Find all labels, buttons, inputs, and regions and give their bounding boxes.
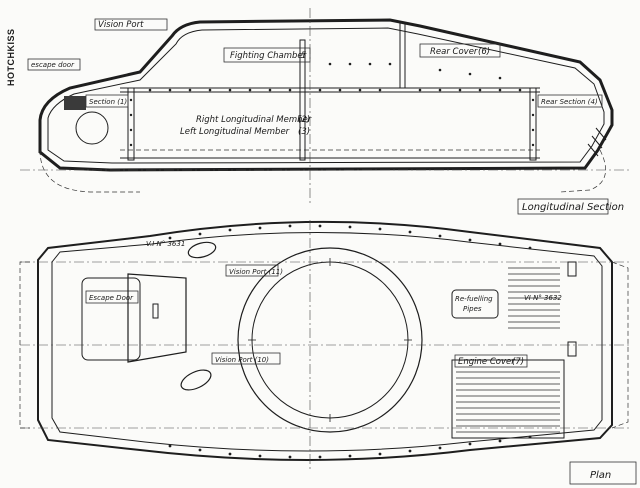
rear-dashed-track xyxy=(611,261,629,429)
frame-front xyxy=(127,87,135,161)
longitudinal-title-box xyxy=(517,198,609,215)
vision-port-label: Vision Port xyxy=(98,20,144,30)
turret-ring-inner xyxy=(251,261,409,419)
refuelling-line1: Re-fuelling xyxy=(455,295,493,303)
refuelling-pipes-box xyxy=(451,289,499,319)
vision-port-box xyxy=(94,18,168,31)
turret-ring-outer xyxy=(237,247,423,433)
rear-cover-label: Rear Cover xyxy=(430,47,478,57)
rear-cover-box xyxy=(419,43,501,58)
rear-fittings xyxy=(567,261,577,357)
escape-door-plan xyxy=(81,277,141,361)
ref-right: VI N° 3632 xyxy=(524,294,562,302)
vision-port-upper-shape xyxy=(187,241,217,259)
plan-drawing: V.I N° 3631 Vision Port (11) Escape Door… xyxy=(19,220,637,485)
refuelling-line2: Pipes xyxy=(463,305,482,313)
vision-port-upper-label: Vision Port (11) xyxy=(229,268,283,276)
frame-rear xyxy=(529,87,537,161)
rear-cover-num: (6) xyxy=(478,47,490,57)
plan-rivets xyxy=(168,224,532,459)
front-dashed-track xyxy=(19,261,30,429)
engine-cover-num: (7) xyxy=(512,357,524,367)
escape-door-plan-box xyxy=(85,290,139,304)
section-left-label: Section (1) xyxy=(89,98,127,106)
track-dashed-rear xyxy=(559,149,606,193)
frame-mid xyxy=(299,39,306,161)
rear-section-label: Rear Section (4) xyxy=(541,98,598,106)
longitudinal-section-drawing: Vision Port escape door Fighting Chamber… xyxy=(20,8,630,215)
fighting-chamber-box xyxy=(223,47,311,63)
plan-outer-outline xyxy=(37,220,613,461)
escape-door-plan-label: Escape Door xyxy=(89,294,134,302)
track-dashed-front xyxy=(39,149,140,193)
engine-grille xyxy=(451,267,565,439)
plan-inner-outline xyxy=(51,232,603,452)
left-member-num: (3) xyxy=(298,127,310,137)
escape-door-box xyxy=(27,58,81,71)
vision-port-lower-label: Vision Port (10) xyxy=(215,356,269,364)
vision-ref-top: V.I N° 3631 xyxy=(146,240,185,248)
escape-door-label: escape door xyxy=(31,61,75,69)
driver-hatch xyxy=(127,273,187,363)
engine-cover-box xyxy=(454,354,528,368)
fighting-chamber-num: 5 xyxy=(301,51,306,61)
hull-outline xyxy=(38,18,614,172)
vision-port-lower-box xyxy=(211,352,281,365)
rivets-top xyxy=(129,62,535,147)
engine-cover-label: Engine Cover xyxy=(458,357,515,367)
rear-hatch xyxy=(587,127,607,157)
vision-port-upper-box xyxy=(225,264,279,277)
engine-cover-panel xyxy=(451,359,565,439)
fighting-chamber-label: Fighting Chamber xyxy=(230,51,307,61)
right-member-label: Right Longitudinal Member xyxy=(196,115,312,125)
section-left-box xyxy=(85,94,129,108)
hull-inner-line xyxy=(47,27,605,164)
rear-section-box xyxy=(537,94,603,108)
frame-rear-cover xyxy=(399,21,406,89)
left-member-label: Left Longitudinal Member xyxy=(180,127,290,137)
turret-ticks xyxy=(248,258,412,422)
plan-title-box xyxy=(569,461,637,485)
margin-text: HOTCHKISS xyxy=(6,28,16,86)
section-block xyxy=(64,96,86,110)
plan-title: Plan xyxy=(590,470,611,481)
hatch-handle xyxy=(152,303,159,319)
right-member-num: (2) xyxy=(298,115,310,125)
longitudinal-section-title: Longitudinal Section xyxy=(522,202,624,213)
escape-door-circle xyxy=(75,111,109,145)
vision-port-lower-shape xyxy=(180,369,212,391)
